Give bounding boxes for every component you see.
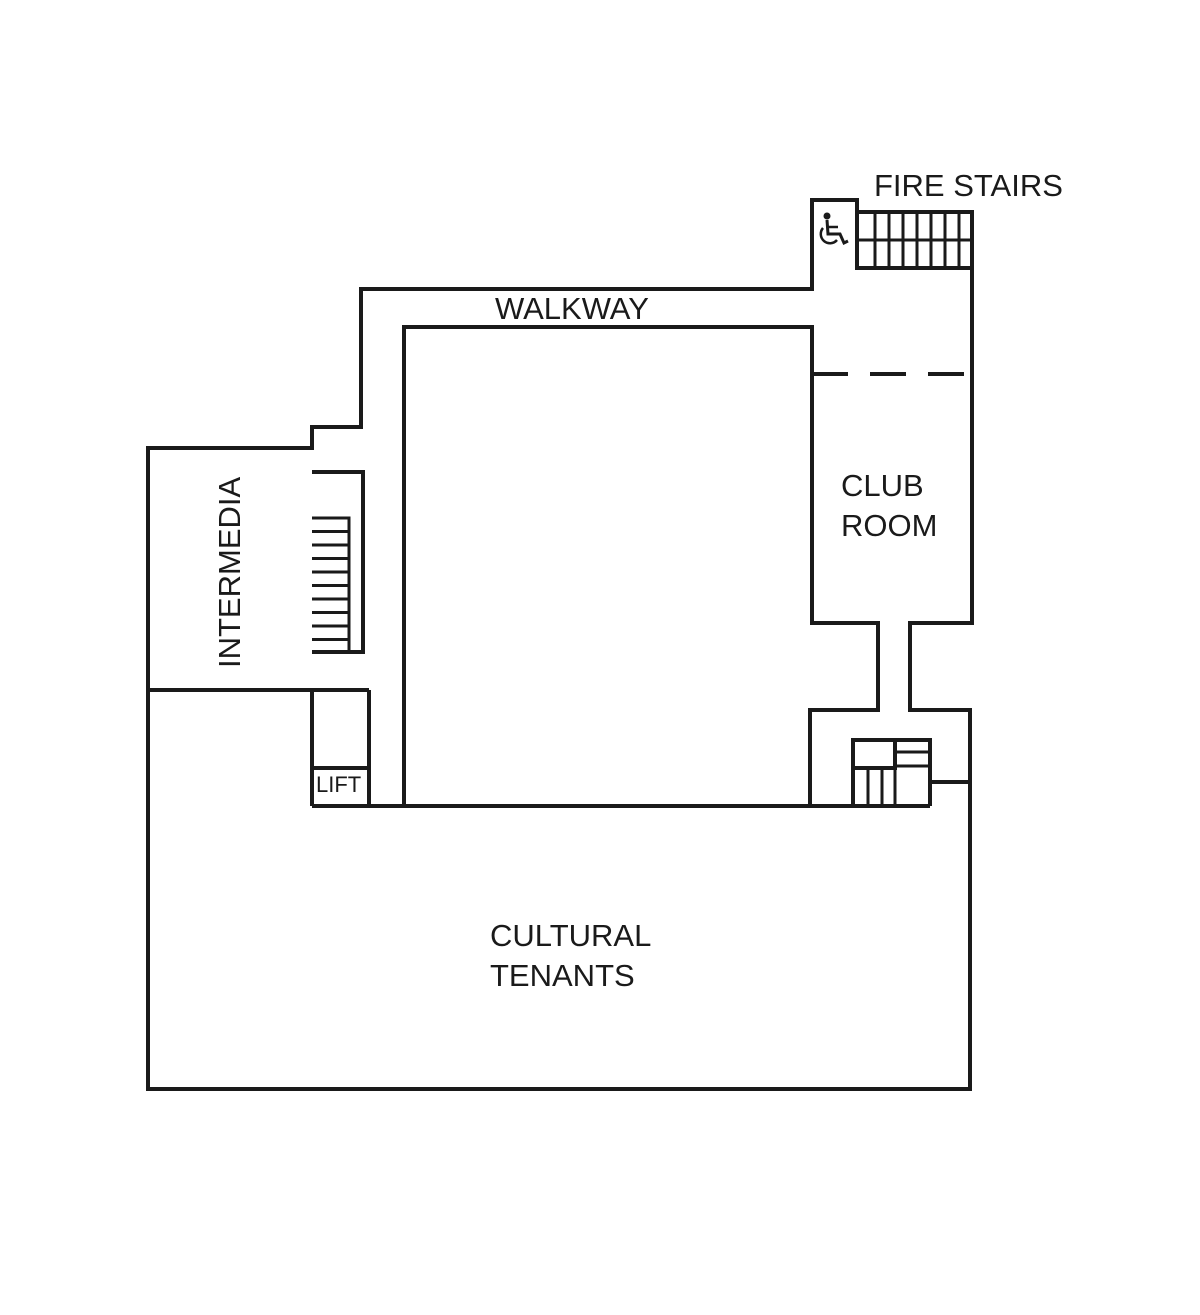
wheelchair-icon bbox=[819, 212, 849, 246]
club-room-label-1: CLUB bbox=[841, 468, 924, 503]
lift-label: LIFT bbox=[316, 772, 361, 797]
fire-stairs bbox=[857, 210, 974, 270]
left-stairs bbox=[312, 470, 365, 654]
club-stairs bbox=[851, 738, 932, 806]
walkway-label: WALKWAY bbox=[495, 291, 649, 326]
fire-stairs-label: FIRE STAIRS bbox=[874, 168, 1063, 203]
cultural-tenants-label-1: CULTURAL bbox=[490, 918, 651, 953]
club-room-label-2: ROOM bbox=[841, 508, 937, 543]
outer-wall bbox=[146, 198, 974, 1091]
intermedia-label: INTERMEDIA bbox=[212, 477, 247, 669]
lift: LIFT bbox=[310, 690, 371, 806]
cultural-tenants-label-2: TENANTS bbox=[490, 958, 635, 993]
central-hall-wall bbox=[402, 325, 880, 806]
